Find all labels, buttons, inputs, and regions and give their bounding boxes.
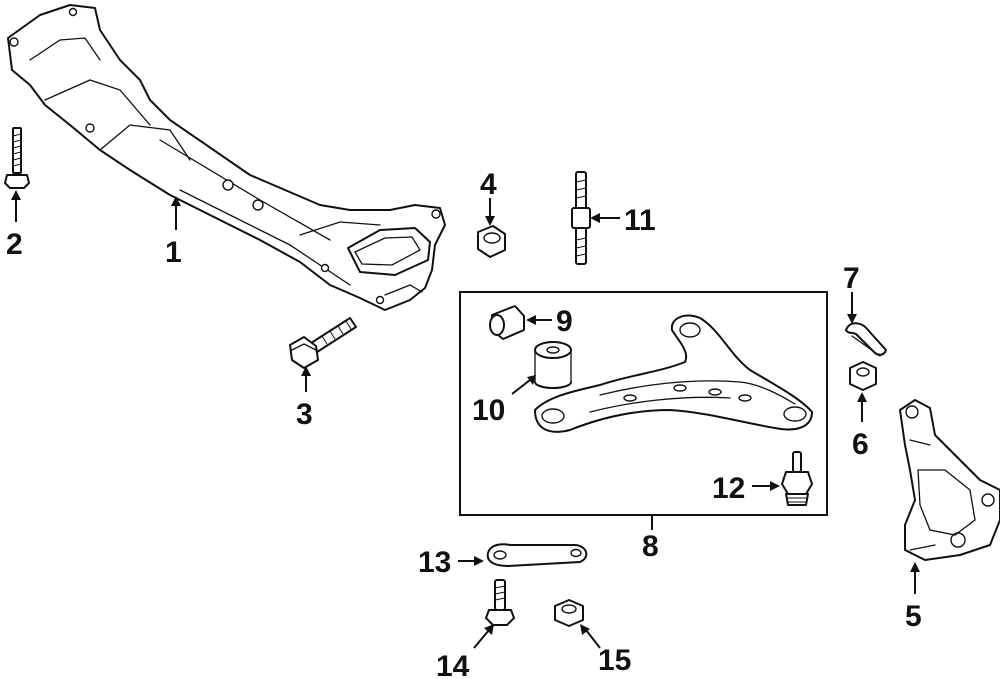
callout-15: 15	[598, 644, 631, 677]
callout-4: 4	[480, 168, 497, 201]
callout-5: 5	[905, 600, 922, 633]
callout-10: 10	[472, 394, 505, 427]
callout-8: 8	[642, 530, 659, 563]
lower-control-arm-icon	[534, 314, 813, 433]
callout-3: 3	[296, 398, 313, 431]
callout-12: 12	[712, 472, 745, 505]
bracket-icon	[486, 543, 588, 567]
cotter-pin-icon	[845, 322, 887, 357]
bolt-icon	[289, 317, 357, 369]
callout-7: 7	[843, 262, 860, 295]
callout-11: 11	[624, 204, 656, 237]
ball-joint-icon	[781, 451, 813, 506]
leader-lines	[11, 190, 920, 649]
callout-9: 9	[556, 305, 573, 338]
control-arm-group-frame	[459, 291, 828, 516]
callout-6: 6	[852, 428, 869, 461]
nut-icon	[554, 599, 584, 627]
callout-2: 2	[6, 228, 23, 261]
nut-icon	[849, 361, 877, 391]
nut-icon	[477, 225, 506, 258]
crossmember-icon	[7, 4, 446, 311]
bushing-icon	[534, 341, 572, 389]
callout-14: 14	[436, 650, 470, 679]
callout-13: 13	[418, 546, 451, 579]
bolt-icon	[485, 579, 515, 626]
steering-knuckle-icon	[899, 399, 1000, 561]
bolt-icon	[4, 127, 30, 189]
callout-1: 1	[165, 236, 182, 269]
bushing-icon	[489, 305, 525, 340]
stud-icon	[571, 171, 591, 265]
